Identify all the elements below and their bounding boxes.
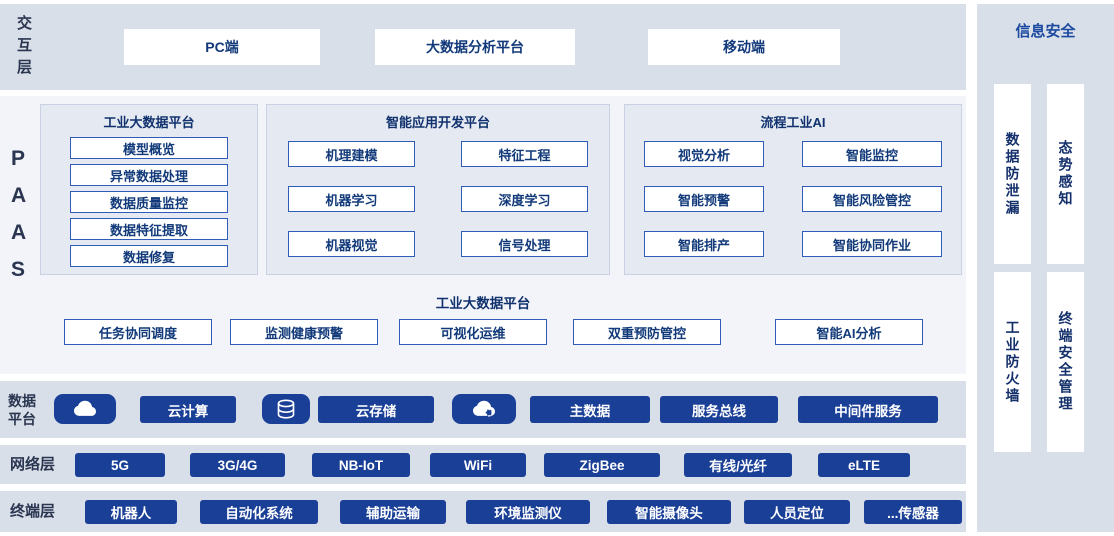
- feature-engineering-box: 特征工程: [461, 141, 588, 167]
- panel-items: 视觉分析 智能监控 智能预警 智能风险管控 智能排产 智能协同作业: [625, 141, 961, 257]
- network-wired-fiber-button: 有线/光纤: [684, 453, 792, 477]
- industrial-firewall-box: 工业防火墙: [994, 272, 1031, 452]
- master-data-button: 主数据: [530, 396, 650, 423]
- data-repair-box: 数据修复: [70, 245, 228, 267]
- network-elte-button: eLTE: [818, 453, 910, 477]
- panel-title: 智能应用开发平台: [385, 115, 490, 130]
- industrial-bigdata-platform-panel: 工业大数据平台 模型概览 异常数据处理 数据质量监控 数据特征提取 数据修复: [40, 104, 258, 275]
- information-security-sidebar: 信息安全 数据防泄漏 态势感知 工业防火墙 终端安全管理: [977, 4, 1114, 532]
- environment-monitor-button: 环境监测仪: [466, 500, 590, 524]
- panel-items: 机理建模 特征工程 机器学习 深度学习 机器视觉 信号处理: [267, 141, 609, 257]
- service-bus-button: 服务总线: [660, 396, 778, 423]
- network-3g4g-button: 3G/4G: [190, 453, 285, 477]
- network-wifi-button: WiFi: [430, 453, 526, 477]
- smart-camera-button: 智能摄像头: [607, 500, 731, 524]
- signal-processing-box: 信号处理: [461, 231, 588, 257]
- paas-layer-band: P A A S 工业大数据平台 模型概览 异常数据处理 数据质量监控 数据特征提…: [0, 96, 966, 374]
- database-icon: [262, 394, 310, 424]
- pc-client-box: PC端: [124, 29, 320, 65]
- information-security-title: 信息安全: [1015, 23, 1076, 40]
- interaction-layer-band: 交 互 层 PC端 大数据分析平台 移动端: [0, 4, 966, 90]
- automation-system-button: 自动化系统: [200, 500, 318, 524]
- intelligent-scheduling-box: 智能排产: [644, 231, 764, 257]
- visual-analysis-box: 视觉分析: [644, 141, 764, 167]
- cloud-computing-button: 云计算: [140, 396, 236, 423]
- mobile-client-box: 移动端: [648, 29, 840, 65]
- terminal-security-management-box: 终端安全管理: [1047, 272, 1084, 452]
- intelligent-ai-analysis-box: 智能AI分析: [775, 319, 923, 345]
- sensors-button: ...传感器: [864, 500, 962, 524]
- interaction-layer-label: 交 互 层: [17, 15, 33, 76]
- panel-title: 流程工业AI: [760, 115, 826, 130]
- machine-learning-box: 机器学习: [288, 186, 415, 212]
- panel-items: 模型概览 异常数据处理 数据质量监控 数据特征提取 数据修复: [41, 137, 257, 272]
- deep-learning-box: 深度学习: [461, 186, 588, 212]
- process-industry-ai-panel: 流程工业AI 视觉分析 智能监控 智能预警 智能风险管控 智能排产 智能协同作业: [624, 104, 962, 275]
- network-layer-band: 网络层 5G 3G/4G NB-IoT WiFi ZigBee 有线/光纤 eL…: [0, 445, 966, 484]
- middleware-service-button: 中间件服务: [798, 396, 938, 423]
- cloud-gear-icon: [452, 394, 516, 424]
- visual-operations-box: 可视化运维: [399, 319, 547, 345]
- cloud-icon: [54, 394, 116, 424]
- network-5g-button: 5G: [75, 453, 165, 477]
- terminal-layer-band: 终端层 机器人 自动化系统 辅助运输 环境监测仪 智能摄像头 人员定位 ...传…: [0, 491, 966, 532]
- data-platform-band: 数据 平台 云计算 云存储 主数据 服务总线 中间件服务: [0, 381, 966, 438]
- bigdata-analysis-platform-box: 大数据分析平台: [375, 29, 575, 65]
- intelligent-collaboration-box: 智能协同作业: [802, 231, 942, 257]
- network-nbiot-button: NB-IoT: [312, 453, 410, 477]
- intelligent-risk-control-box: 智能风险管控: [802, 186, 942, 212]
- data-quality-monitoring-box: 数据质量监控: [70, 191, 228, 213]
- terminal-layer-label: 终端层: [10, 503, 56, 520]
- auxiliary-transport-button: 辅助运输: [340, 500, 446, 524]
- network-zigbee-button: ZigBee: [544, 453, 660, 477]
- abnormal-data-processing-box: 异常数据处理: [70, 164, 228, 186]
- dual-prevention-control-box: 双重预防管控: [573, 319, 721, 345]
- intelligent-monitoring-box: 智能监控: [802, 141, 942, 167]
- panel-title: 工业大数据平台: [103, 115, 195, 130]
- situational-awareness-box: 态势感知: [1047, 84, 1084, 264]
- model-overview-box: 模型概览: [70, 137, 228, 159]
- intelligent-app-dev-platform-panel: 智能应用开发平台 机理建模 特征工程 机器学习 深度学习 机器视觉 信号处理: [266, 104, 610, 275]
- paas-layer-label: P A A S: [11, 147, 28, 281]
- network-layer-label: 网络层: [10, 456, 56, 473]
- data-leak-prevention-box: 数据防泄漏: [994, 84, 1031, 264]
- task-coordination-box: 任务协同调度: [64, 319, 212, 345]
- health-monitoring-warning-box: 监测健康预警: [230, 319, 378, 345]
- robot-button: 机器人: [85, 500, 177, 524]
- mechanism-modeling-box: 机理建模: [288, 141, 415, 167]
- intelligent-warning-box: 智能预警: [644, 186, 764, 212]
- machine-vision-box: 机器视觉: [288, 231, 415, 257]
- data-feature-extraction-box: 数据特征提取: [70, 218, 228, 240]
- bottom-section-title: 工业大数据平台: [435, 296, 531, 311]
- personnel-positioning-button: 人员定位: [744, 500, 850, 524]
- data-platform-label: 数据 平台: [8, 393, 36, 427]
- cloud-storage-button: 云存储: [318, 396, 434, 423]
